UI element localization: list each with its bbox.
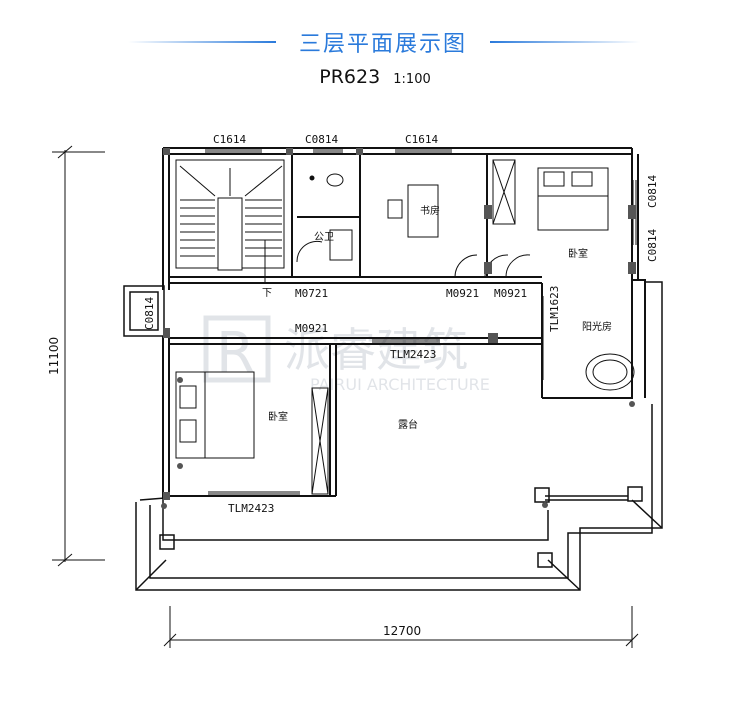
watermark-brand: 派睿建筑 [284,323,468,377]
label-m0921-c: M0921 [295,322,328,335]
label-m0921-a: M0921 [446,287,479,300]
room-bedroom-right: 卧室 [568,247,588,260]
label-c1614-left: C1614 [213,133,246,146]
dimension-width [163,606,639,648]
label-c0814-top: C0814 [305,133,338,146]
plan-code: PR623 [319,66,381,88]
label-c0814-right: C0814 [646,175,659,208]
sunroom-bathtub [585,353,635,391]
room-bedroom-left: 卧室 [268,410,288,423]
bedroom-right-furniture [492,159,609,231]
page-title: 三层平面展示图 [298,32,467,57]
windows [205,149,637,495]
label-tlm2423-bottom: TLM2423 [228,502,274,515]
label-c0814-right2: C0814 [646,229,659,262]
stair-down-label: 下 [262,288,272,299]
room-study: 书房 [420,204,440,217]
study-furniture [387,184,531,278]
title-line-right [490,41,640,43]
watermark-brand-en: PAIRUI ARCHITECTURE [310,375,490,394]
label-tlm2423-mid: TLM2423 [390,348,436,361]
bedroom-left-furniture [175,371,329,495]
walls [162,147,646,498]
label-c1614-right: C1614 [405,133,438,146]
label-c0814-left: C0814 [143,297,156,330]
plan-subtitle: PR623 1:100 [0,66,750,88]
room-terrace: 露台 [398,418,418,431]
dimension-height-label: 11100 [47,337,61,375]
left-bay-window [123,285,165,337]
staircase [175,159,285,283]
plan-scale: 1:100 [393,72,431,87]
dimension-height [52,145,105,567]
label-m0921-b: M0921 [494,287,527,300]
watermark-logo-box [203,315,271,383]
terrace-outline [135,281,663,591]
columns [161,148,636,509]
dimension-width-label: 12700 [383,624,421,638]
room-bath: 公卫 [314,232,334,243]
room-sunroom: 阳光房 [582,320,612,333]
watermark: R 派睿建筑 PAIRUI ARCHITECTURE [203,315,490,394]
label-m0721: M0721 [295,287,328,300]
bath-fixtures [296,173,353,263]
title-line-left [128,41,276,43]
watermark-logo-letter: R [216,321,255,386]
title-banner: 三层平面展示图 [0,22,750,62]
label-tlm1623: TLM1623 [548,286,561,332]
